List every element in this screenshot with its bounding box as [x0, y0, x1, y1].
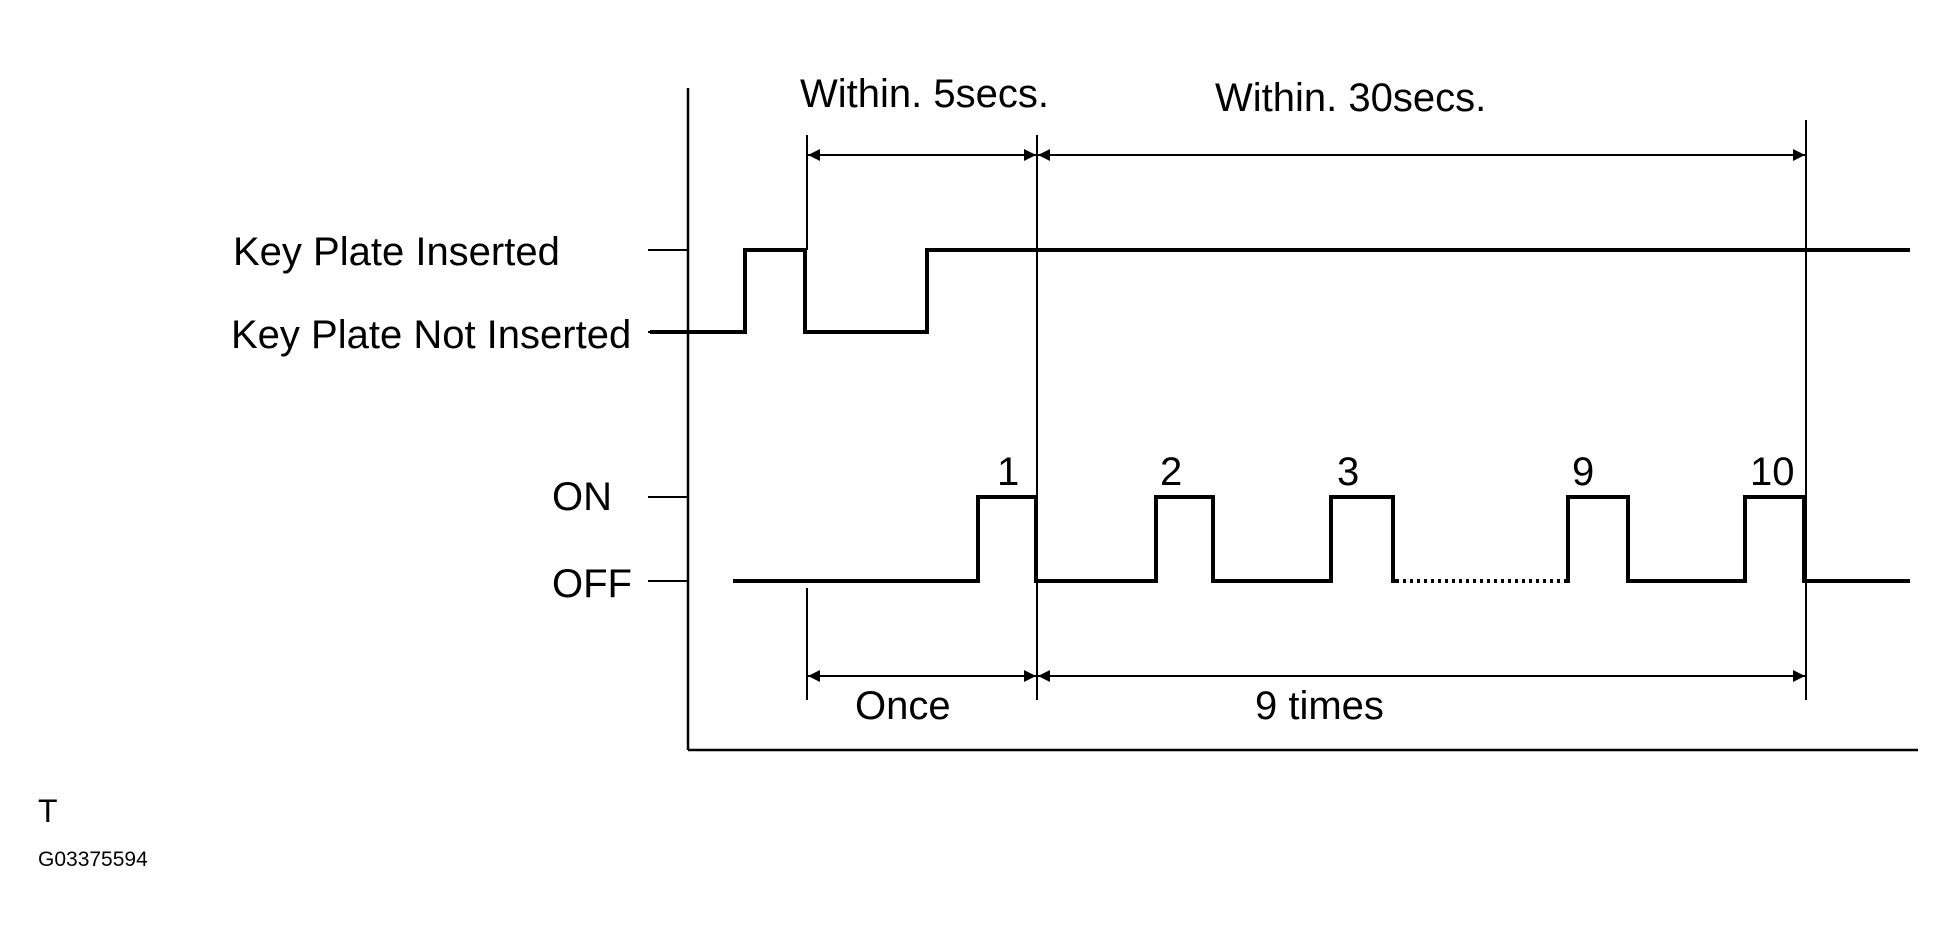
- pulse-number-10: 10: [1750, 450, 1795, 494]
- label-within-5secs: Within. 5secs.: [800, 72, 1049, 116]
- pulse-number-2: 2: [1160, 450, 1182, 494]
- pulse-number-9: 9: [1572, 450, 1594, 494]
- label-key-not-inserted: Key Plate Not Inserted: [231, 313, 631, 357]
- label-9-times: 9 times: [1255, 684, 1384, 728]
- switch-waveform-start: [733, 495, 1396, 583]
- title-mark: T: [38, 793, 58, 829]
- label-within-30secs: Within. 30secs.: [1215, 76, 1486, 120]
- key-plate-waveform: [650, 248, 1910, 334]
- label-off: OFF: [552, 562, 632, 606]
- pulse-number-1: 1: [997, 450, 1019, 494]
- figure-code: G03375594: [38, 848, 148, 871]
- label-on: ON: [552, 475, 612, 519]
- pulse-number-3: 3: [1337, 450, 1359, 494]
- label-once: Once: [855, 684, 951, 728]
- switch-waveform-end: [1565, 495, 1910, 583]
- label-key-inserted: Key Plate Inserted: [233, 230, 560, 274]
